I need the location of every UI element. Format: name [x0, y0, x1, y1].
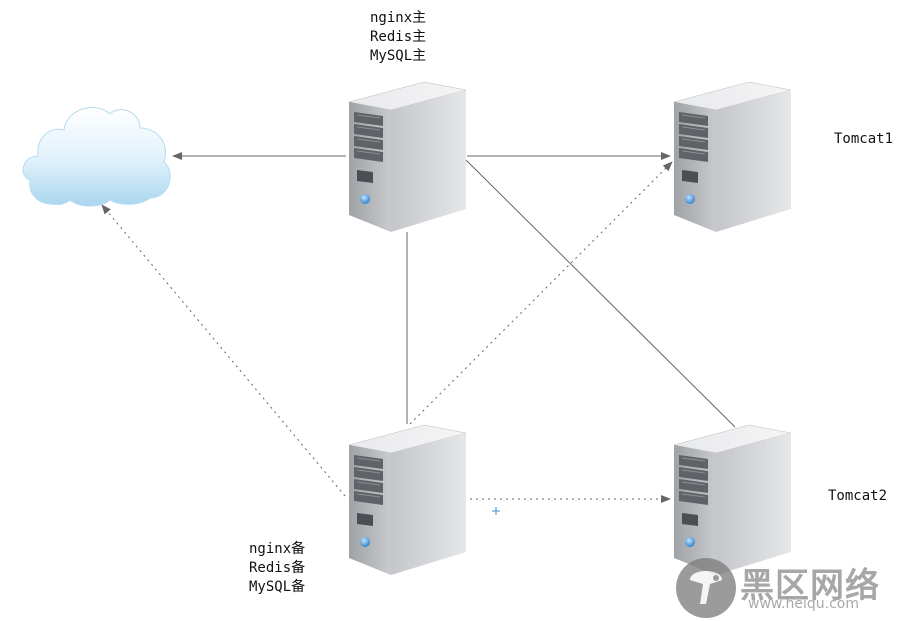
tomcat2-label: Tomcat2 — [828, 488, 888, 504]
server-tomcat1[interactable] — [673, 81, 792, 233]
master-line-2: Redis主 — [370, 29, 427, 45]
backup-line-2: Redis备 — [249, 560, 306, 576]
tomcat1-label: Tomcat1 — [834, 131, 894, 147]
master-line-3: MySQL主 — [370, 48, 427, 64]
heiqu-logo-icon — [676, 558, 736, 618]
server-backup[interactable] — [348, 424, 467, 576]
link-backup-tomcat1 — [409, 161, 673, 425]
watermark-title: 黑区网络 — [740, 566, 880, 606]
server-tomcat2[interactable] — [673, 424, 792, 576]
master-line-1: nginx主 — [370, 10, 427, 26]
link-backup-cloud — [101, 204, 346, 497]
master-label: nginx主 Redis主 MySQL主 — [370, 9, 426, 66]
cloud-icon[interactable] — [22, 106, 171, 207]
server-master[interactable] — [348, 81, 467, 233]
backup-label: nginx备 Redis备 MySQL备 — [249, 540, 305, 597]
backup-line-1: nginx备 — [249, 541, 306, 557]
watermark-url: www.heiqu.com — [748, 596, 860, 612]
watermark: 黑区网络 www.heiqu.com — [674, 556, 908, 618]
link-master-tomcat2 — [465, 159, 736, 428]
cursor-cross-icon — [492, 507, 500, 515]
connectors — [101, 152, 736, 503]
backup-line-3: MySQL备 — [249, 579, 306, 595]
